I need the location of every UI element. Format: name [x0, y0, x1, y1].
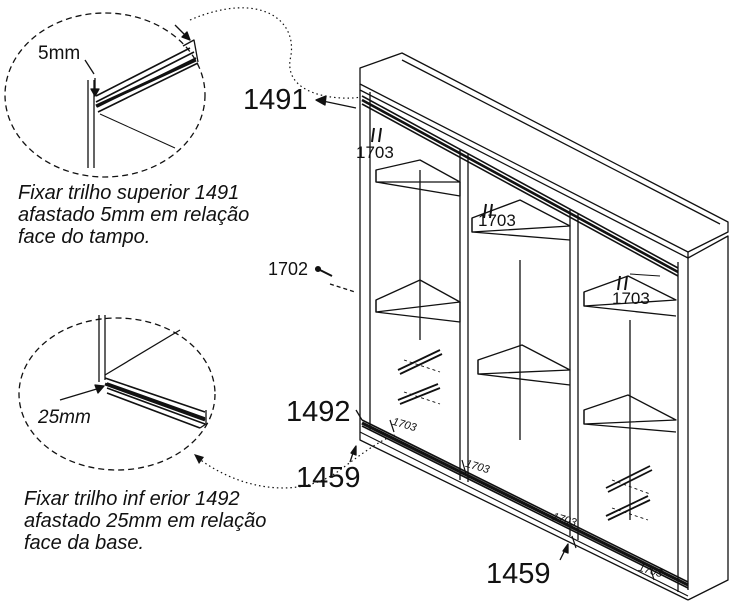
instruction-bottom-line1: Fixar trilho inf erior 1492 — [24, 488, 240, 510]
part-1492-label: 1492 — [286, 396, 351, 428]
detail-bottom-circle — [18, 315, 216, 471]
instruction-bottom: Fixar trilho inf erior 1492 afastado 25m… — [24, 488, 344, 554]
part-1491-label: 1491 — [243, 84, 308, 116]
instruction-bottom-line3: face da base. — [24, 532, 145, 554]
wardrobe-carcass — [329, 52, 729, 601]
part-1703-label-b: 1703 — [478, 211, 516, 230]
instruction-bottom-line2: afastado 25mm em relação — [24, 510, 267, 532]
dim-5mm-label: 5mm — [38, 43, 81, 64]
instruction-top: Fixar trilho superior 1491 afastado 5mm … — [18, 182, 338, 248]
part-1703-label-c: 1703 — [612, 289, 650, 308]
dim-25mm-label: 25mm — [38, 407, 91, 428]
instruction-top-line2: afastado 5mm em relação — [18, 204, 250, 226]
part-1459-label-a: 1459 — [296, 462, 361, 494]
part-1459-label-b: 1459 — [486, 558, 551, 590]
detail-top-circle — [4, 12, 206, 178]
part-1703-label-a: 1703 — [356, 143, 394, 162]
instruction-top-line1: Fixar trilho superior 1491 — [18, 182, 240, 204]
instruction-top-line3: face do tampo. — [18, 226, 151, 248]
part-1702-label: 1702 — [268, 259, 309, 279]
